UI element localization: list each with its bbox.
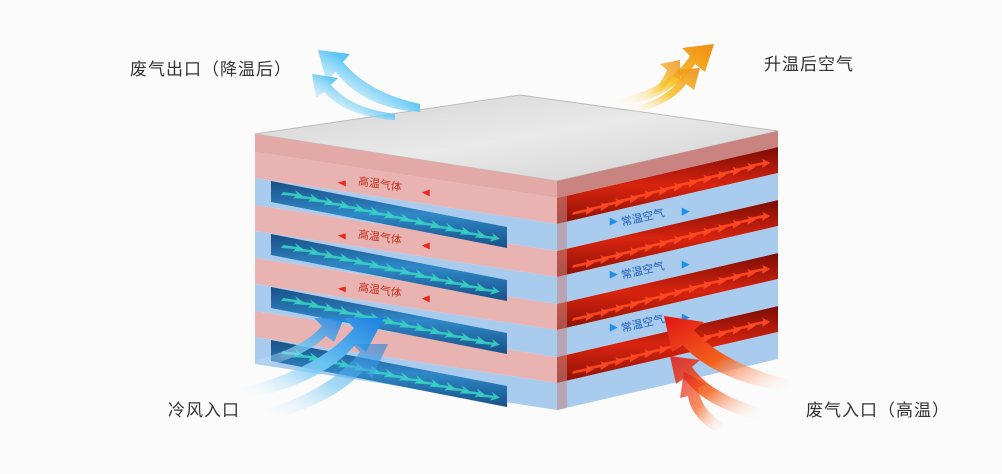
cold-flow-arrow — [477, 338, 500, 348]
hot-gas-direction-arrow-icon — [421, 189, 430, 197]
top-plate-left-edge — [255, 134, 557, 198]
exhaust-inlet-label: 废气入口（高温） — [806, 401, 950, 421]
hot-gas-direction-arrow-icon — [337, 233, 346, 240]
heated-air-arrow-icon — [612, 44, 714, 114]
air-direction-arrow-icon — [609, 323, 618, 332]
top-plate-right-edge — [557, 131, 778, 198]
plate-side-shade — [557, 302, 567, 357]
hot-flow-arrow — [748, 264, 771, 274]
plate-side-shade — [557, 196, 567, 251]
hot-gas-direction-arrow-icon — [421, 242, 430, 250]
plate-side-shade — [557, 249, 567, 304]
hot-gas-plate-left — [255, 152, 557, 224]
hot-flow-arrow — [748, 211, 771, 221]
air-direction-arrow-icon — [609, 270, 618, 279]
air-plate-right — [557, 226, 778, 304]
plate-side-shade — [557, 355, 567, 410]
hot-gas-label: 高温气体 — [357, 227, 403, 247]
cold-flow-arrow — [477, 391, 500, 401]
air-direction-arrow-icon — [609, 217, 618, 226]
exhaust-out-arrow-icon — [312, 50, 420, 120]
hot-flow-arrow — [748, 158, 771, 168]
hot-flow-arrow — [748, 317, 771, 327]
air-direction-arrow-icon — [681, 260, 690, 269]
cold-in-arrow-icon — [240, 318, 388, 420]
hot-gas-direction-arrow-icon — [337, 286, 346, 293]
cold-air-inlet-label: 冷风入口 — [168, 401, 240, 421]
hot-gas-direction-arrow-icon — [421, 295, 430, 303]
heated-air-label: 升温后空气 — [764, 55, 854, 75]
air-direction-arrow-icon — [681, 207, 690, 216]
hot-gas-label: 高温气体 — [357, 174, 403, 194]
hot-gas-direction-arrow-icon — [337, 180, 346, 187]
cold-flow-arrow — [477, 285, 500, 295]
hot-gas-plate-left — [255, 258, 557, 330]
hot-gas-plate-left — [255, 205, 557, 277]
hot-gas-label: 高温气体 — [357, 280, 403, 300]
cold-flow-arrow — [477, 232, 500, 242]
exhaust-in-arrow-icon — [664, 316, 790, 434]
air-plate-right — [557, 332, 778, 410]
exhaust-outlet-label: 废气出口（降温后） — [130, 60, 292, 80]
air-plate-right — [557, 173, 778, 251]
